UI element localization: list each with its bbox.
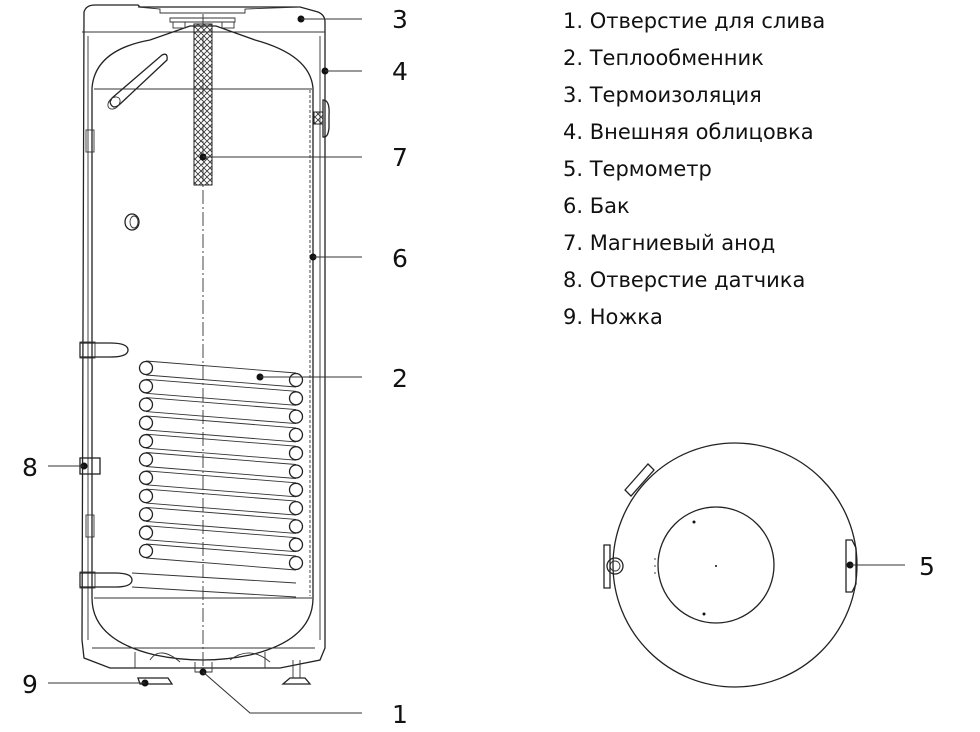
outer-casing-top: [612, 442, 858, 688]
callout-2: 2: [392, 364, 408, 393]
callout-3: 3: [392, 5, 408, 34]
coil-turn: [145, 360, 297, 388]
callout-8: 8: [22, 453, 38, 482]
coil-pipe-section: [138, 415, 154, 431]
hot-water-pipe: [109, 53, 168, 108]
recirculation-port: [124, 213, 140, 231]
coil-turn: [145, 525, 297, 553]
coil-turn: [145, 433, 297, 461]
coil-pipe-section: [138, 470, 154, 485]
callout-1: 1: [392, 700, 408, 729]
coil-pipe-section: [138, 452, 154, 467]
coil-pipe-section: [288, 427, 304, 443]
coil-outlet-pipe: [131, 572, 297, 598]
coil-turn: [145, 415, 297, 443]
coil-turn: [145, 378, 297, 406]
coil-turn: [145, 470, 297, 498]
callout-7: 7: [392, 143, 408, 172]
callout-6: 6: [392, 244, 408, 273]
callout-9: 9: [22, 670, 38, 699]
coil-pipe-section: [288, 500, 304, 516]
thermometer-top: [845, 539, 857, 593]
legend-item: 4. Внешняя облицовка: [563, 120, 814, 144]
outer-casing: [81, 4, 326, 669]
tank-side-view: [79, 4, 330, 685]
upper-coil-connector: [79, 342, 129, 358]
coil-turn: [145, 506, 297, 534]
coil-pipe-section: [138, 507, 154, 522]
coil-pipe-section: [288, 446, 304, 461]
left-foot: [137, 677, 174, 685]
coil-turn: [145, 488, 297, 516]
coil-turn: [145, 543, 297, 571]
coil-pipe-section: [288, 464, 304, 479]
legend-item: 5. Термометр: [563, 157, 712, 181]
coil-pipe-section: [138, 525, 154, 540]
tank-shell: [91, 25, 314, 661]
coil-pipe-section: [288, 409, 304, 424]
callout-4: 4: [392, 57, 408, 86]
coil-pipe-section: [288, 537, 304, 552]
legend-item: 7. Магниевый анод: [563, 231, 775, 255]
tank-top-view: [603, 442, 858, 688]
coil-pipe-section: [138, 379, 154, 394]
top-cover: [657, 506, 775, 624]
legend-item: 1. Отверстие для слива: [563, 9, 825, 33]
coil-pipe-section: [288, 372, 304, 388]
coil-pipe-section: [138, 488, 154, 504]
callout-5: 5: [919, 552, 935, 581]
legend: 1. Отверстие для слива 2. Теплообменник 3.…: [563, 9, 825, 329]
coil-pipe-section: [138, 360, 154, 376]
legend-item: 9. Ножка: [563, 305, 663, 329]
legend-item: 8. Отверстие датчика: [563, 268, 805, 292]
coil-turn: [145, 397, 297, 425]
legend-item: 2. Теплообменник: [563, 46, 764, 70]
coil-pipe-section: [138, 434, 154, 449]
right-foot: [281, 677, 312, 685]
leader-lines: [48, 15, 905, 714]
lower-coil-connector: [79, 572, 133, 588]
legend-item: 3. Термоизоляция: [563, 83, 762, 107]
coil-pipe-section: [288, 555, 304, 571]
coil-pipe-section: [138, 543, 154, 559]
coil-pipe-section: [288, 519, 304, 534]
legend-item: 6. Бак: [563, 194, 630, 218]
coil-pipe-section: [138, 397, 154, 412]
heat-exchanger-coil: [131, 360, 304, 598]
coil-pipe-section: [288, 482, 304, 497]
coil-pipe-section: [288, 391, 304, 406]
coil-turn: [145, 452, 297, 479]
